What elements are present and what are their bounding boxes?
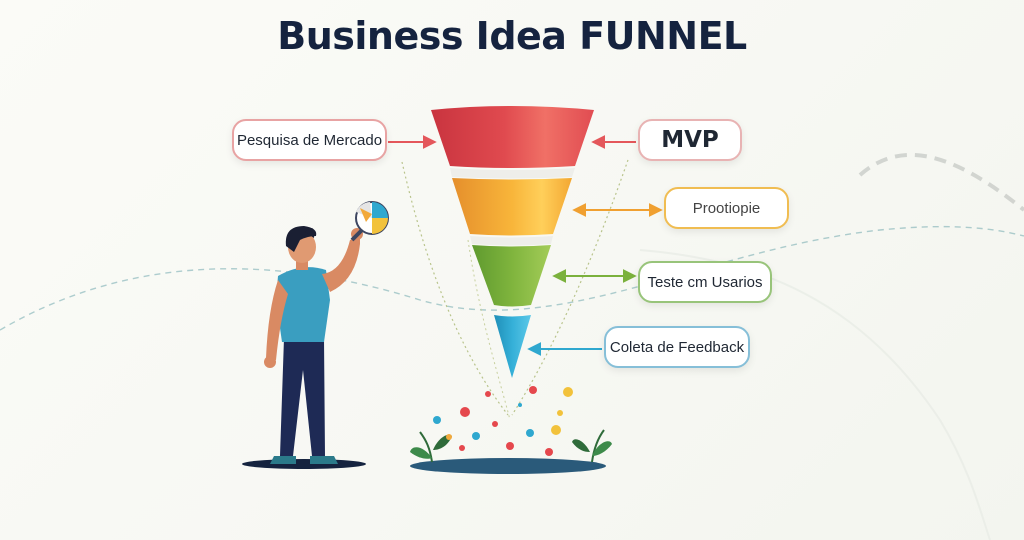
funnel-layer-teal bbox=[494, 315, 531, 378]
plant-left bbox=[410, 431, 452, 463]
plant-right bbox=[572, 429, 612, 463]
page-title: Business Idea FUNNEL bbox=[277, 14, 747, 58]
label-mvp-text: MVP bbox=[661, 127, 719, 153]
label-user-testing: Teste cm Usarios bbox=[638, 261, 772, 303]
label-feedback: Coleta de Feedback bbox=[604, 326, 750, 368]
guide-line-left bbox=[401, 161, 509, 416]
label-prototype: Prootiopie bbox=[664, 187, 789, 229]
label-market-research-text: Pesquisa de Mercado bbox=[236, 131, 383, 149]
funnel-layer-orange bbox=[452, 178, 572, 236]
label-feedback-text: Coleta de Feedback bbox=[609, 338, 745, 356]
funnel-layer-green bbox=[472, 245, 551, 307]
funnel-layer-red bbox=[431, 106, 594, 168]
guide-line-right bbox=[511, 159, 629, 416]
ground-shadow-person bbox=[242, 459, 366, 469]
label-user-testing-text: Teste cm Usarios bbox=[647, 273, 763, 291]
label-market-research: Pesquisa de Mercado bbox=[232, 119, 387, 161]
label-mvp: MVP bbox=[638, 119, 742, 161]
label-prototype-text: Prootiopie bbox=[692, 199, 761, 217]
funnel-separator-2 bbox=[470, 236, 553, 246]
background-curve bbox=[0, 225, 1024, 331]
person-illustration bbox=[264, 201, 389, 464]
idea-particles bbox=[433, 386, 573, 456]
background-curve-right bbox=[858, 152, 1024, 212]
funnel-separator-1 bbox=[450, 168, 575, 179]
ground-shadow-funnel bbox=[410, 458, 606, 474]
